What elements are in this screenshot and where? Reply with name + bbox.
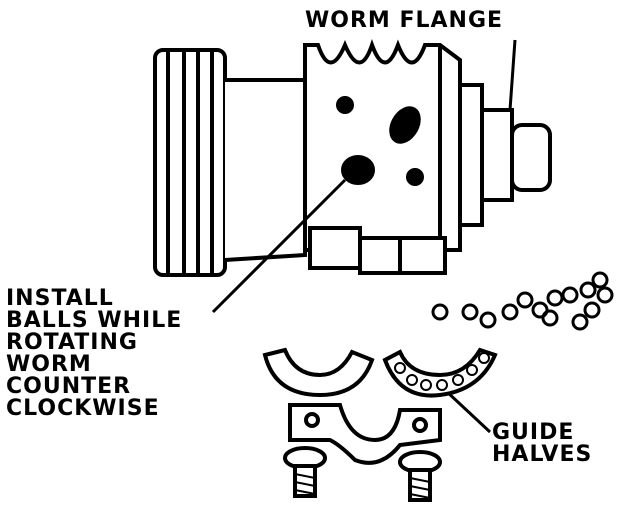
label-line: COUNTER — [6, 374, 132, 399]
worm-flange-label: WORM FLANGE — [305, 8, 504, 33]
screw — [398, 450, 442, 502]
label-line: INSTALL — [6, 286, 114, 311]
hole — [336, 96, 354, 114]
loose-balls — [431, 271, 614, 331]
worm-shaft-pulley — [153, 48, 227, 277]
ball-nut-block — [303, 39, 462, 252]
label-line: ROTATING — [6, 330, 138, 355]
ball-hole — [341, 155, 375, 185]
screw — [283, 446, 327, 498]
label-line: HALVES — [492, 442, 593, 467]
guide-half-left — [262, 347, 375, 398]
hole — [406, 168, 424, 186]
label-line: GUIDE — [492, 420, 575, 445]
hole — [389, 106, 421, 144]
label-line: CLOCKWISE — [6, 396, 160, 421]
guide-clamp — [288, 403, 442, 465]
label-line: WORM — [6, 352, 92, 377]
guide-halves-label: GUIDE HALVES — [492, 422, 592, 466]
label-line: BALLS WHILE — [6, 308, 183, 333]
install-balls-label: INSTALL BALLS WHILE ROTATING WORM COUNTE… — [6, 288, 182, 420]
worm-flange — [458, 83, 484, 227]
